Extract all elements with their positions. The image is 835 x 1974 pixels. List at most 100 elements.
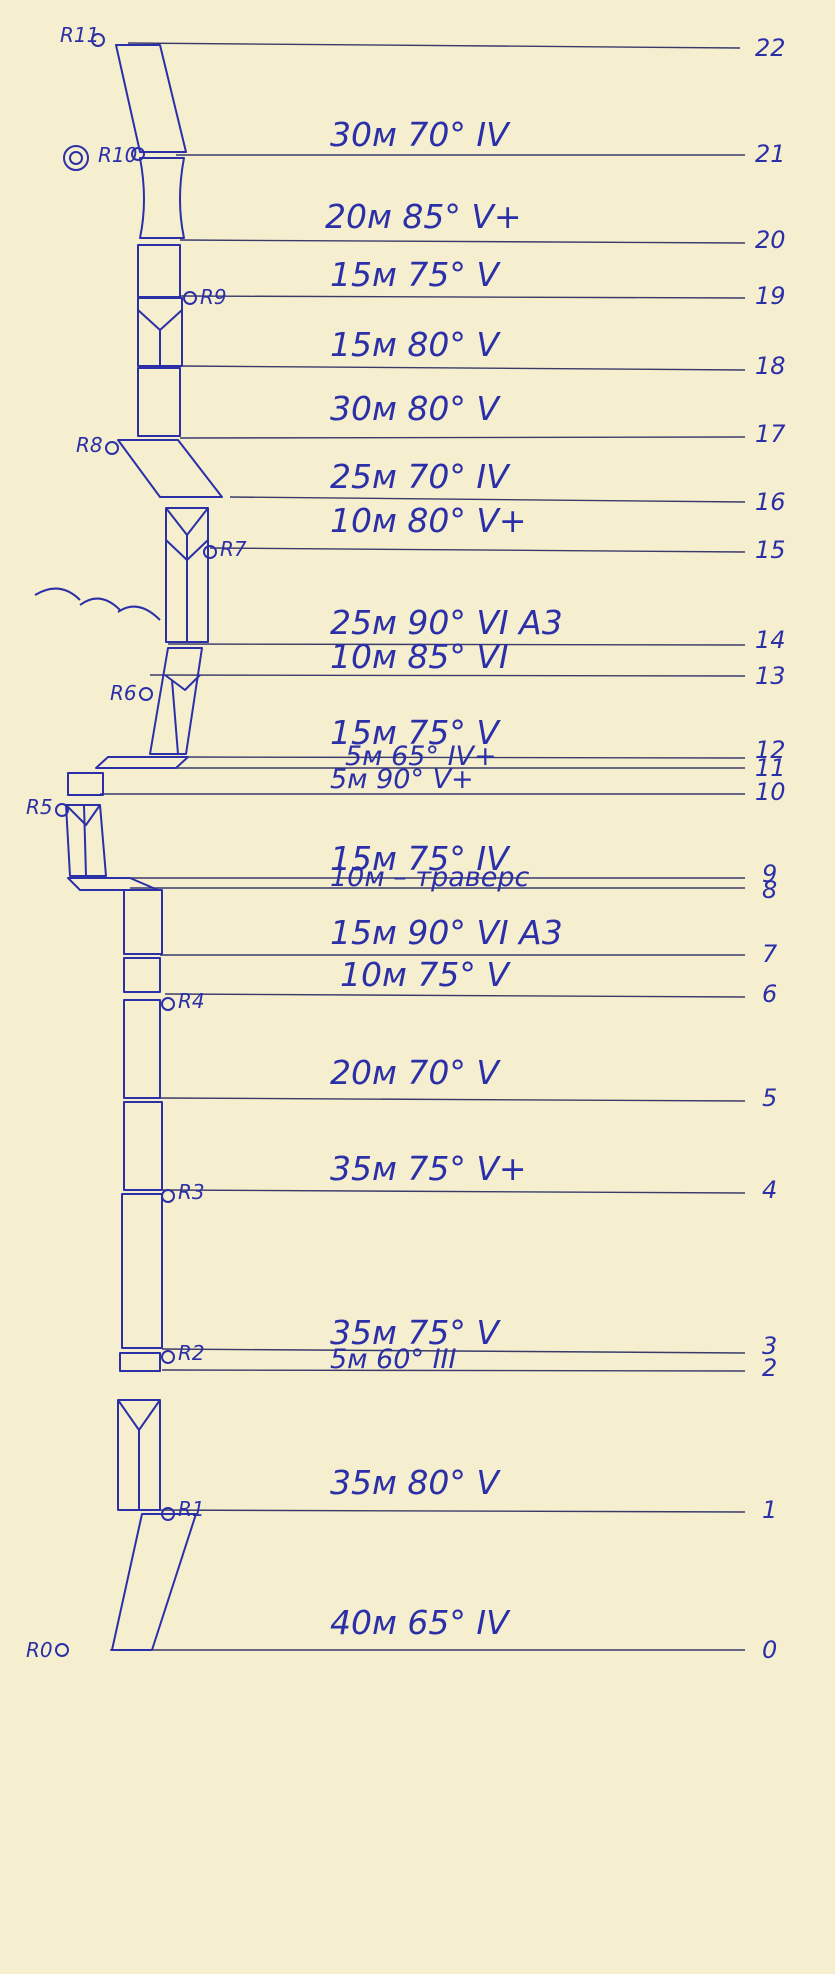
chimney-inner xyxy=(171,679,179,755)
pitch-number: 4 xyxy=(762,1176,777,1204)
slab-shape xyxy=(111,1513,197,1651)
anchor-marker-r11 xyxy=(91,33,105,47)
pitch-label: 15м 75° IV xyxy=(330,839,511,878)
pitch-label: 5м 60° III xyxy=(330,1344,456,1375)
boundary-line-4 xyxy=(161,1189,746,1194)
boundary-line-20 xyxy=(179,239,746,244)
pitch-number: 20 xyxy=(755,226,786,254)
pitch-number: 22 xyxy=(755,34,786,62)
pitch-label: 10м 85° VI xyxy=(330,637,509,676)
wall-shape xyxy=(121,1193,163,1349)
pitch-label: 5м 90° V+ xyxy=(330,764,474,795)
anchor-label: R5 xyxy=(26,795,53,819)
dihedral-top-2 xyxy=(65,804,101,826)
pitch-label: 10м 75° V xyxy=(340,955,511,994)
chimney-shape xyxy=(149,647,203,755)
chimney-top xyxy=(164,674,201,691)
pitch-label: 35м 80° V xyxy=(330,1463,501,1502)
wall-shape-4 xyxy=(123,889,163,955)
pitch-label: 5м 65° IV+ xyxy=(345,741,497,772)
block-shape xyxy=(119,1352,161,1372)
pitch-label: 20м 85° V+ xyxy=(325,197,522,236)
pitch-number: 3 xyxy=(762,1332,777,1360)
boundary-line-17 xyxy=(179,436,746,439)
boundary-line-13 xyxy=(149,674,746,677)
pitch-numbers: 0 1 2 3 4 5 6 7 8 9 10 11 12 13 14 15 16… xyxy=(755,34,786,1664)
pitch-number: 0 xyxy=(762,1636,777,1664)
pitch-number: 8 xyxy=(762,876,777,904)
ledge-shape xyxy=(95,756,189,769)
pitch-number: 13 xyxy=(755,662,786,690)
pitch-label: 15м 80° V xyxy=(330,325,501,364)
slab-shape-3 xyxy=(115,44,187,153)
wall-shape-2 xyxy=(123,1101,163,1191)
anchor-marker-r7 xyxy=(203,545,217,559)
boundary-line-2 xyxy=(161,1369,746,1372)
pitch-boundary-lines xyxy=(100,42,746,1651)
wall-shape-6 xyxy=(137,244,181,298)
pitch-number: 19 xyxy=(755,282,786,310)
pitch-label: 30м 70° IV xyxy=(330,115,511,154)
boundary-line-3 xyxy=(161,1348,746,1354)
pitch-label: 35м 75° V+ xyxy=(330,1149,527,1188)
pitch-number: 1 xyxy=(762,1496,777,1524)
block-shape-2 xyxy=(123,957,161,993)
dihedral-top-3 xyxy=(137,309,183,331)
pitch-number: 9 xyxy=(762,860,777,888)
block-shape-3 xyxy=(67,772,104,796)
pitch-number: 15 xyxy=(755,536,786,564)
pitch-label: 10м – траверс xyxy=(330,862,529,893)
summit-symbol xyxy=(63,145,89,171)
pitch-label: 25м 90° VI A3 xyxy=(330,603,563,642)
overhang-arc-3 xyxy=(117,605,161,621)
anchor-label: R3 xyxy=(178,1180,205,1204)
slab-shape-2 xyxy=(117,439,223,498)
anchor-marker-r1 xyxy=(161,1507,175,1521)
pitch-number: 18 xyxy=(755,352,786,380)
boundary-line-18 xyxy=(179,365,746,371)
anchor-label: R4 xyxy=(178,989,205,1013)
chimney-shape-2 xyxy=(139,157,185,239)
anchor-marker-r3 xyxy=(161,1189,175,1203)
anchor-marker-r0 xyxy=(55,1643,69,1657)
anchor-marker-r10 xyxy=(131,147,145,161)
overhang-arc-1 xyxy=(34,587,81,601)
boundary-line-5 xyxy=(159,1097,746,1102)
anchor-marker-r6 xyxy=(139,687,153,701)
pitch-number: 21 xyxy=(755,140,786,168)
pitch-label: 20м 70° V xyxy=(330,1053,501,1092)
corner-top xyxy=(165,507,209,536)
pitch-label: 35м 75° V xyxy=(330,1313,501,1352)
pitch-number: 14 xyxy=(755,626,786,654)
anchor-marker-r5 xyxy=(55,803,69,817)
anchor-marker-r9 xyxy=(183,291,197,305)
pitch-number: 17 xyxy=(755,420,786,448)
pitch-number: 12 xyxy=(755,736,786,764)
overhang-arc-2 xyxy=(79,597,121,611)
anchor-markers xyxy=(55,33,217,1657)
anchor-marker-r2 xyxy=(161,1350,175,1364)
boundary-line-12 xyxy=(174,756,746,759)
anchor-label: R2 xyxy=(178,1341,205,1365)
pitch-number: 2 xyxy=(762,1354,777,1382)
anchor-label: R9 xyxy=(200,285,227,309)
boundary-line-14 xyxy=(167,643,746,646)
pitch-label: 40м 65° IV xyxy=(330,1603,511,1642)
route-sketch xyxy=(34,44,223,1651)
pitch-number: 10 xyxy=(755,778,786,806)
pitch-number: 7 xyxy=(762,940,778,968)
boundary-line-1 xyxy=(144,1509,746,1513)
boundary-line-15 xyxy=(209,547,746,553)
anchor-marker-r4 xyxy=(161,997,175,1011)
pitch-label: 15м 75° V xyxy=(330,255,501,294)
pitch-number: 5 xyxy=(762,1084,777,1112)
wall-shape-3 xyxy=(123,999,161,1099)
anchor-label: R11 xyxy=(60,23,99,47)
boundary-line-16 xyxy=(229,496,746,503)
traverse-ledge xyxy=(67,877,159,891)
pitch-number: 11 xyxy=(755,754,786,782)
pitch-label: 15м 75° V xyxy=(330,713,501,752)
anchor-label: R10 xyxy=(98,143,137,167)
wall-shape-5 xyxy=(137,367,181,437)
